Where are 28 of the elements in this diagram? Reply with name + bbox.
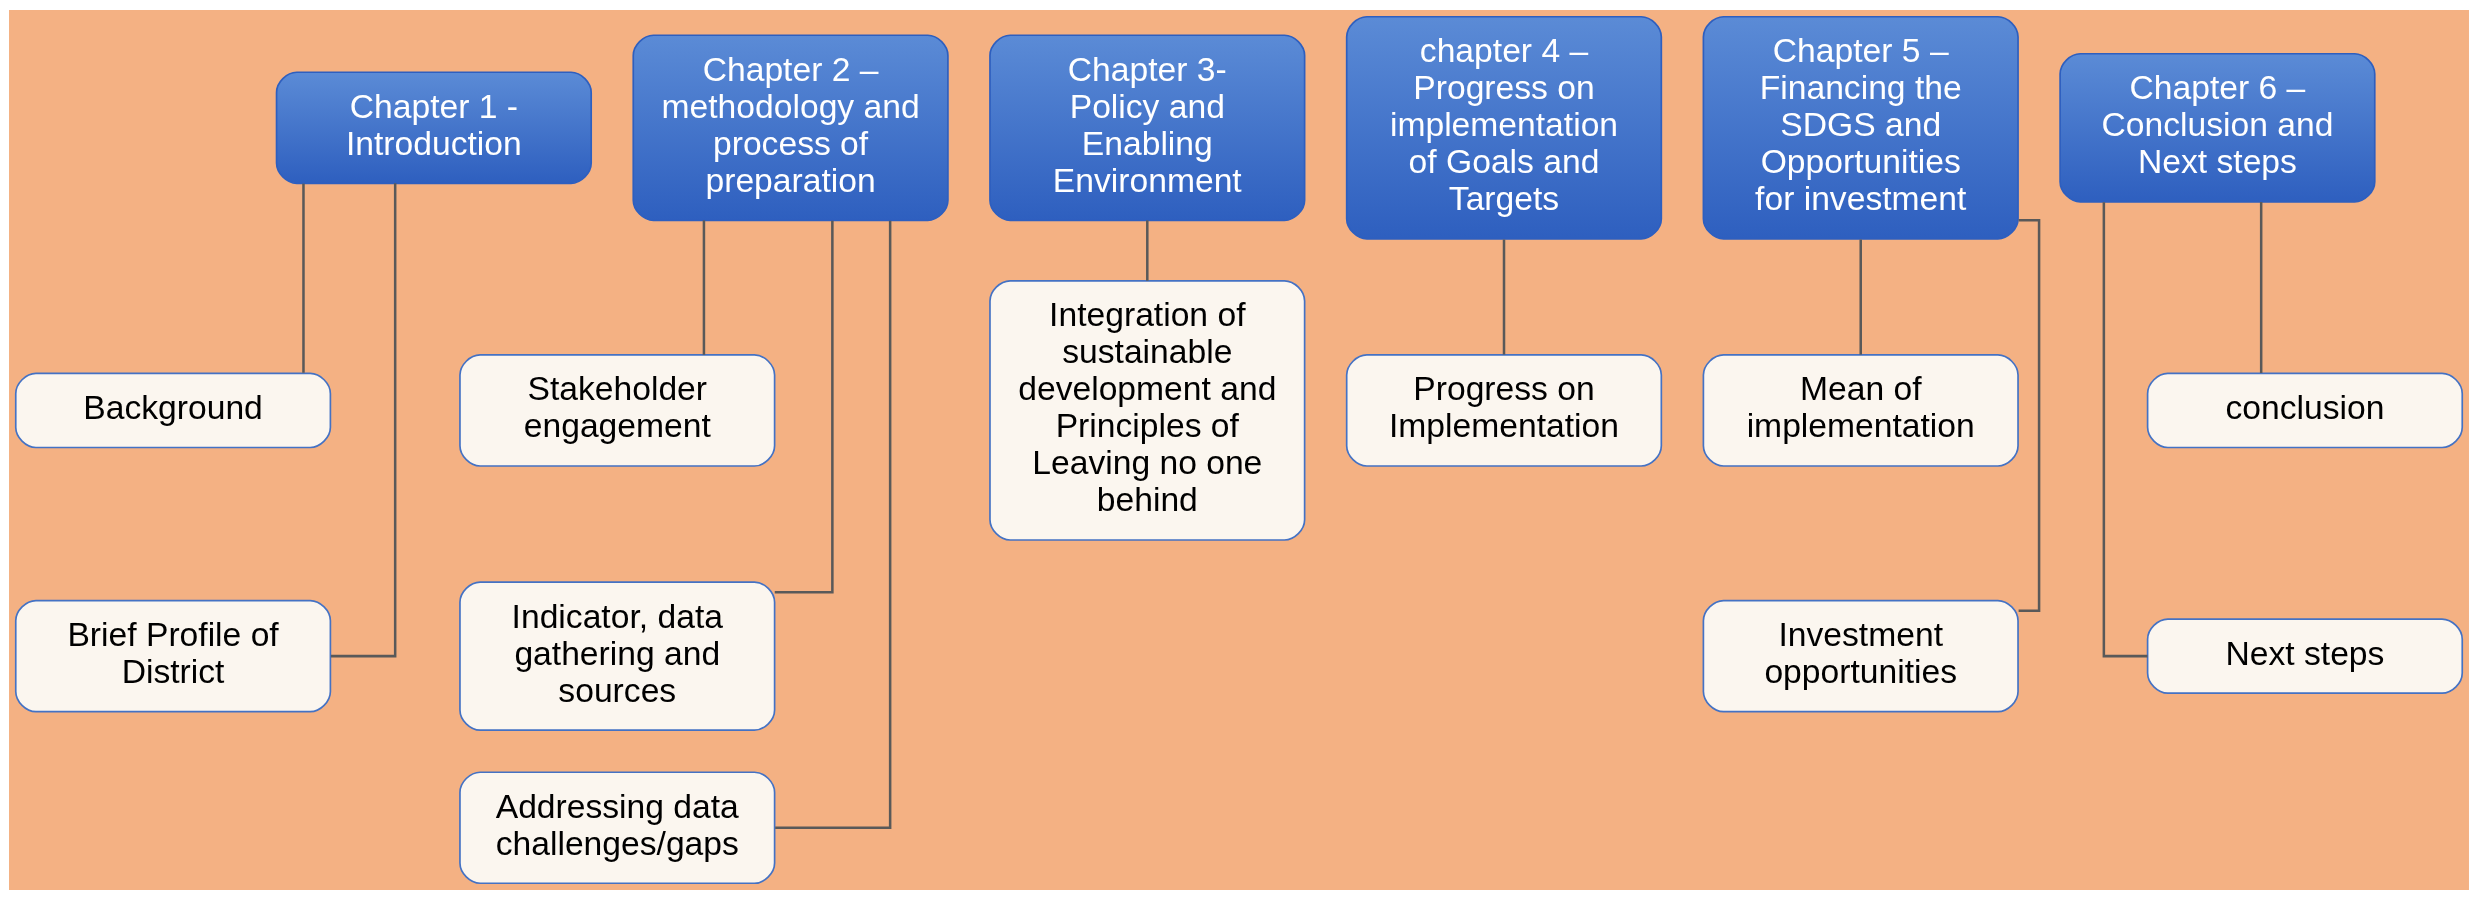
node-box: Indicator, data gathering and sources: [459, 581, 776, 731]
node-box: Chapter 6 – Conclusion and Next steps: [2059, 52, 2376, 203]
node-box: Progress on Implementation: [1345, 354, 1663, 467]
connector: [302, 183, 305, 373]
node-box: conclusion: [2146, 372, 2464, 449]
node-box: Mean of implementation: [1702, 354, 2019, 467]
node-box: Brief Profile of District: [14, 599, 332, 713]
node-box: chapter 4 – Progress on implementation of Goals and Targets: [1345, 15, 1663, 240]
node-box: Next steps: [2146, 618, 2464, 694]
connector: [2102, 202, 2148, 658]
connector: [2018, 219, 2041, 612]
node-box: Stakeholder engagement: [459, 354, 776, 467]
connector: [1146, 220, 1149, 281]
connector: [330, 183, 397, 658]
connector: [775, 220, 892, 829]
connector: [1859, 239, 1862, 355]
connector: [1502, 239, 1506, 355]
node-box: Chapter 3- Policy and Enabling Environment: [989, 34, 1306, 222]
node-box: Chapter 5 – Financing the SDGS and Opportunities for investment: [1702, 15, 2019, 240]
node-box: Integration of sustainable development and Principles of Leaving no one behind: [989, 280, 1306, 541]
node-box: Chapter 2 – methodology and process of preparation: [632, 34, 949, 222]
connector: [774, 220, 834, 594]
node-box: Addressing data challenges/gaps: [459, 771, 776, 885]
node-box: Background: [14, 372, 332, 449]
node-box: Chapter 1 - Introduction: [275, 71, 593, 185]
connector: [2259, 202, 2263, 373]
connector: [702, 220, 706, 355]
node-box: Investment opportunities: [1702, 599, 2019, 713]
